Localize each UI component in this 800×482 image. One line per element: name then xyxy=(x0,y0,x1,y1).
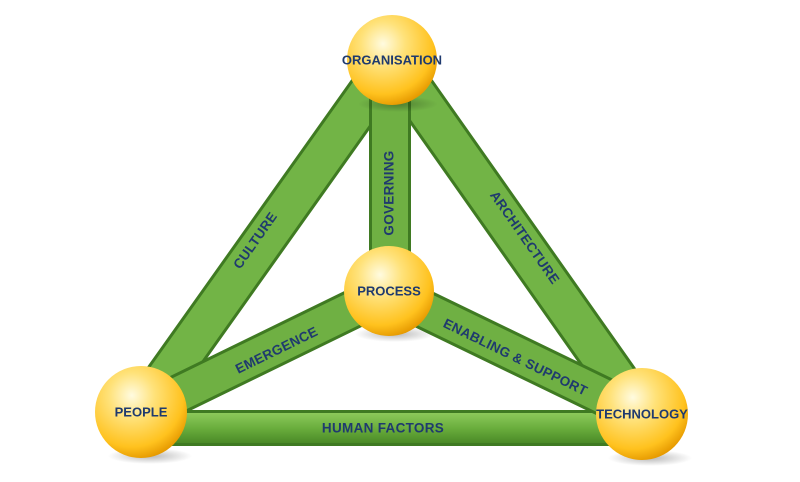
node-label-organisation: ORGANISATION xyxy=(342,52,442,67)
bar-organisation-technology xyxy=(370,38,664,437)
node-organisation: ORGANISATION xyxy=(342,15,442,112)
node-label-technology: TECHNOLOGY xyxy=(596,406,688,421)
bar-people-technology xyxy=(140,410,644,446)
node-people: PEOPLE xyxy=(95,366,192,464)
node-label-process: PROCESS xyxy=(357,283,421,298)
bar-organisation-process xyxy=(369,90,411,270)
node-process: PROCESS xyxy=(344,246,435,342)
bar-organisation-people xyxy=(120,38,414,434)
node-label-people: PEOPLE xyxy=(115,404,168,419)
bar-process-people xyxy=(122,272,408,432)
edge-label-governing: GOVERNING xyxy=(382,150,397,235)
node-technology: TECHNOLOGY xyxy=(596,368,692,466)
bar-process-technology xyxy=(368,272,662,435)
edge-label-human-factors: HUMAN FACTORS xyxy=(322,421,444,436)
